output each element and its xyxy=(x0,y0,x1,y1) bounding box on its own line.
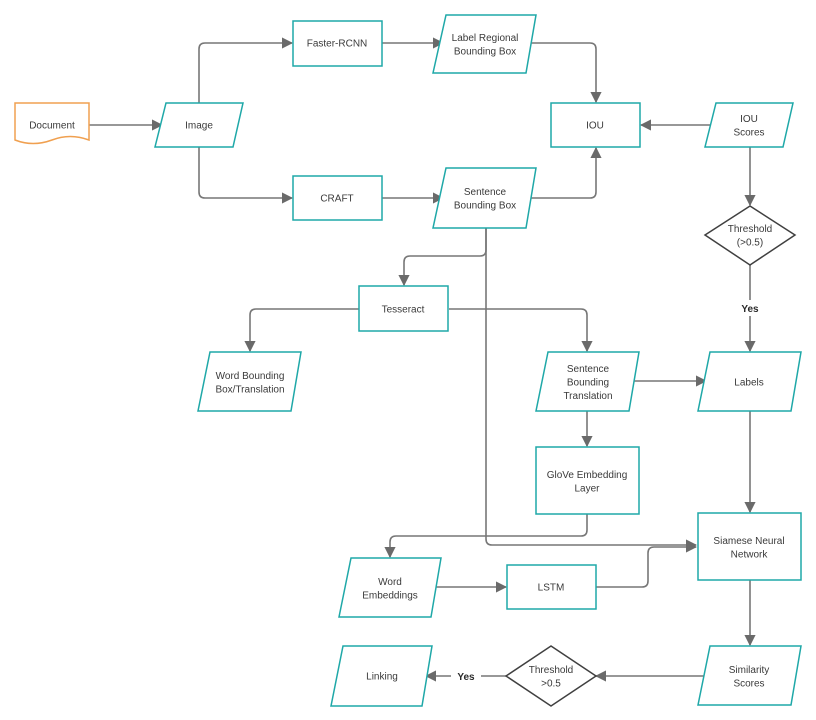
node-label-line: IOU xyxy=(740,114,758,125)
node-linking[interactable]: Linking xyxy=(330,645,433,707)
node-label-line: Image xyxy=(185,121,213,132)
node-craft[interactable]: CRAFT xyxy=(292,175,383,221)
edge-tesseract-to-word-bbox xyxy=(244,308,359,353)
node-faster-rcnn[interactable]: Faster-RCNN xyxy=(292,20,383,67)
node-tesseract-label: Tesseract xyxy=(382,305,425,316)
edge-image-to-faster-rcnn xyxy=(198,37,294,103)
node-faster-rcnn-label: Faster-RCNN xyxy=(307,39,368,50)
node-iou[interactable]: IOU xyxy=(550,102,641,148)
yes-label-top-bg xyxy=(734,300,766,316)
node-label-line: Threshold xyxy=(529,665,573,676)
node-label-line: Network xyxy=(731,549,769,560)
node-label-line: Word xyxy=(378,577,402,588)
yes-label-bottom-bg xyxy=(451,668,481,684)
node-threshold-top[interactable]: Threshold (>0.5) xyxy=(703,205,797,266)
node-linking-label: Linking xyxy=(366,672,398,683)
node-label-line: >0.5 xyxy=(541,678,561,689)
node-label-line: Sentence xyxy=(567,364,610,375)
edge-image-to-craft xyxy=(198,147,294,204)
node-label-line: IOU xyxy=(586,121,604,132)
node-document-label: Document xyxy=(29,121,75,132)
node-label-line: Labels xyxy=(734,378,763,389)
node-label-line: Sentence xyxy=(464,187,507,198)
node-threshold-bottom[interactable]: Threshold >0.5 xyxy=(504,645,598,707)
node-label-line: Bounding Box xyxy=(454,200,516,211)
node-label-line: Scores xyxy=(733,127,764,138)
edge-lstm-to-siamese xyxy=(596,541,698,588)
node-image-label: Image xyxy=(185,121,213,132)
node-label-line: Box/Translation xyxy=(215,384,284,395)
node-label-line: Label Regional xyxy=(452,33,519,44)
node-label-line: LSTM xyxy=(538,583,565,594)
node-label-line: Embeddings xyxy=(362,590,418,601)
node-label-line: Scores xyxy=(733,678,764,689)
edge-tesseract-to-sentence-translation xyxy=(449,308,593,353)
node-label-line: Siamese Neural xyxy=(713,536,784,547)
node-threshold-top-label: Threshold (>0.5) xyxy=(728,224,772,249)
node-craft-label: CRAFT xyxy=(320,194,353,205)
node-label-line: GloVe Embedding xyxy=(547,470,628,481)
node-label-line: (>0.5) xyxy=(737,237,763,248)
node-lstm[interactable]: LSTM xyxy=(506,564,597,610)
node-tesseract[interactable]: Tesseract xyxy=(358,285,449,332)
edge-sentence-bbox-to-tesseract xyxy=(398,228,487,287)
node-label-line: Tesseract xyxy=(382,305,425,316)
node-label-line: Linking xyxy=(366,672,398,683)
node-iou-label: IOU xyxy=(586,121,604,132)
node-labels[interactable]: Labels xyxy=(697,351,802,412)
yes-label-bottom: Yes xyxy=(457,672,475,683)
node-label-line: Threshold xyxy=(728,224,772,235)
node-label-line: Similarity xyxy=(729,665,770,676)
node-label-line: Word Bounding xyxy=(216,371,285,382)
yes-label-top: Yes xyxy=(741,304,759,315)
node-label-line: Document xyxy=(29,121,75,132)
flowchart-nodes: Document Image Faster-RCNN CRAFT Label R… xyxy=(14,14,802,707)
node-label-line: Translation xyxy=(563,391,612,402)
flowchart-edges xyxy=(89,37,756,682)
node-labels-label: Labels xyxy=(734,378,763,389)
node-iou-scores-label: IOU Scores xyxy=(733,114,764,139)
node-label-line: Layer xyxy=(574,483,600,494)
node-label-line: Bounding xyxy=(567,378,609,389)
node-iou-scores[interactable]: IOU Scores xyxy=(704,102,794,148)
edge-sentence-bbox-to-siamese xyxy=(485,228,698,551)
node-label-line: Bounding Box xyxy=(454,46,516,57)
node-threshold-bottom-label: Threshold >0.5 xyxy=(529,665,573,690)
node-image[interactable]: Image xyxy=(154,102,244,148)
edge-sentence-bbox-to-iou xyxy=(529,146,602,199)
node-lstm-label: LSTM xyxy=(538,583,565,594)
node-label-line: Faster-RCNN xyxy=(307,39,368,50)
node-document[interactable]: Document xyxy=(14,102,90,145)
node-label-line: CRAFT xyxy=(320,194,353,205)
edge-label-bbox-to-iou xyxy=(529,42,602,104)
edge-glove-to-word-embeddings xyxy=(384,514,588,559)
